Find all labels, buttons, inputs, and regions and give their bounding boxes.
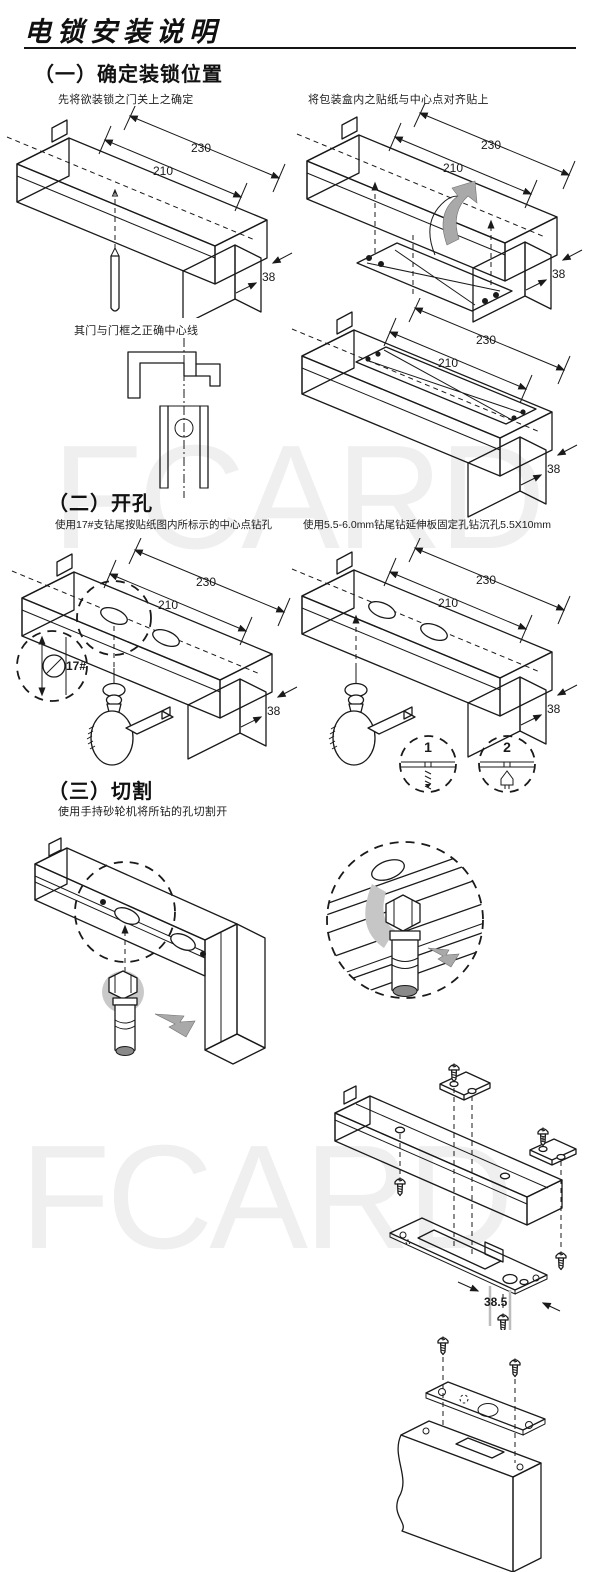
section1-caption-centerline: 其门与门框之正确中心线 — [74, 325, 199, 337]
mounting-bracket — [529, 1126, 577, 1271]
screw-icon — [555, 1250, 567, 1271]
diagram-cut-detail — [326, 841, 484, 999]
cut-hole — [114, 907, 140, 925]
frame-hole — [394, 1126, 406, 1134]
section2-caption-left: 使用17#支钻尾按贴纸图内所标示的中心点钻孔 — [55, 519, 273, 531]
screw-icon — [437, 1335, 449, 1356]
marker-pen-icon — [110, 188, 120, 312]
section3-caption: 使用手持砂轮机将所钻的孔切割开 — [58, 806, 228, 818]
drill-bit-17-detail: 17# — [16, 630, 88, 702]
step-number: 1 — [424, 739, 432, 755]
section3-heading: （三）切割 — [48, 781, 153, 803]
diagram-drill-fixing-holes — [291, 538, 600, 766]
step-2-detail: 2 — [478, 735, 536, 793]
watermark-text: FCARD — [20, 1115, 514, 1280]
section2-caption-right: 使用5.5-6.0mm钻尾钻延伸板固定孔钻沉孔5.5X10mm — [303, 519, 551, 531]
diagram-lock-assembly: 38.5 — [334, 1062, 577, 1330]
mounting-bracket — [439, 1062, 491, 1258]
watermark-text: FCARD — [52, 415, 546, 580]
diagram-align-sticker — [296, 103, 600, 323]
screw-icon — [509, 1357, 521, 1378]
drilled-hole — [368, 601, 396, 619]
screw-icon — [394, 1176, 406, 1197]
drill-icon — [86, 667, 174, 766]
diagram-plate-on-door — [396, 1335, 546, 1572]
page-title: 电锁安装说明 — [24, 17, 222, 48]
lock-pin-hole — [174, 418, 194, 438]
drilled-hole — [152, 629, 180, 647]
step-number: 2 — [503, 739, 511, 755]
sticker-on-frame — [355, 346, 537, 425]
cut-hole — [371, 859, 405, 881]
cut-hole — [170, 933, 196, 951]
diagram-cut-open-holes — [34, 837, 266, 1065]
section1-caption-left: 先将欲装锁之门关上之确定 — [58, 94, 194, 106]
grinder-bit-icon — [102, 970, 144, 1056]
frame-hole — [499, 1172, 511, 1180]
diagram-drill-steps: 1 2 — [399, 735, 536, 793]
section2-heading: （二）开孔 — [48, 493, 153, 515]
drilled-hole — [420, 623, 448, 641]
drill-bit-size-label: 17# — [66, 659, 86, 673]
strike-plate — [425, 1381, 546, 1436]
cylinder-hole — [502, 1273, 518, 1285]
section1-caption-right: 将包装盒内之贴纸与中心点对齐贴上 — [308, 94, 489, 106]
direction-arrow-icon — [154, 1013, 196, 1038]
curved-arrow-icon — [442, 180, 478, 246]
drilled-hole — [100, 607, 128, 625]
section1-heading: （一）确定装锁位置 — [34, 64, 223, 86]
diagram-close-door-mark-center — [6, 106, 297, 318]
title-underline — [24, 47, 576, 49]
direction-arrow-icon — [427, 947, 460, 968]
diagram-door-frame-cross-section — [127, 338, 221, 498]
sticker-plate — [356, 180, 513, 312]
door-top — [396, 1420, 542, 1572]
grinder-bit-icon — [365, 884, 421, 997]
plate-offset-label: 38.5 — [484, 1295, 508, 1309]
diagram-drill-center-holes: 17# — [11, 538, 302, 766]
step-1-detail: 1 — [399, 735, 457, 793]
diagram-sticker-applied — [291, 298, 600, 518]
lock-faceplate — [389, 1217, 548, 1295]
